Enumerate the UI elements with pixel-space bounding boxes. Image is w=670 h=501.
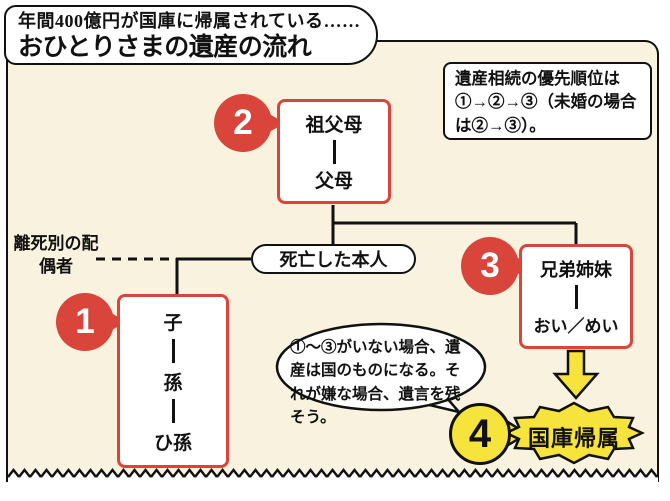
siblings-box: 兄弟姉妹 おい／めい — [519, 244, 633, 349]
deceased-person-label: 死亡した本人 — [279, 250, 388, 270]
title-subtitle: 年間400億円が国庫に帰属されている…… — [18, 11, 361, 31]
generation-link-line — [332, 139, 336, 164]
priority-badge-2-number: 2 — [233, 103, 253, 142]
priority-badge-4: 4 — [449, 403, 511, 465]
descendants-box: 子 孫 ひ孫 — [117, 294, 229, 468]
member-parents: 父母 — [314, 170, 353, 192]
priority-badge-1-number: 1 — [75, 302, 95, 341]
priority-badge-3-number: 3 — [480, 246, 500, 285]
priority-badge-1: 1 — [56, 293, 114, 351]
member-grandparents: 祖父母 — [305, 115, 363, 137]
deceased-person-pill: 死亡した本人 — [251, 244, 416, 274]
member-great-grandchild: ひ孫 — [153, 432, 192, 454]
member-child: 子 — [163, 312, 183, 334]
member-grandchild: 孫 — [163, 372, 183, 394]
priority-badge-3: 3 — [461, 237, 519, 295]
spouse-label: 離死別の配偶者 — [13, 234, 99, 276]
priority-badge-2: 2 — [214, 94, 272, 152]
generation-link-line — [171, 339, 175, 363]
note-bubble-text: ①〜③がいない場合、遺産は国のものになる。それが嫌な場合、遺言を残そう。 — [290, 339, 461, 426]
priority-info-text: 遺産相続の優先順位は①→②→③（未婚の場合は②→③）。 — [455, 70, 637, 135]
member-siblings: 兄弟姉妹 — [540, 260, 612, 280]
page-title: おひとりさまの遺産の流れ — [18, 32, 312, 61]
generation-link-line — [574, 285, 578, 309]
ancestors-box: 祖父母 父母 — [277, 99, 391, 204]
priority-info-box: 遺産相続の優先順位は①→②→③（未婚の場合は②→③）。 — [443, 62, 652, 140]
priority-badge-4-number: 4 — [468, 411, 492, 456]
generation-link-line — [171, 399, 175, 423]
treasury-label: 国庫帰属 — [527, 426, 620, 451]
member-nephew-niece: おい／めい — [533, 317, 619, 336]
title-bubble: 年間400億円が国庫に帰属されている…… おひとりさまの遺産の流れ — [4, 5, 378, 65]
